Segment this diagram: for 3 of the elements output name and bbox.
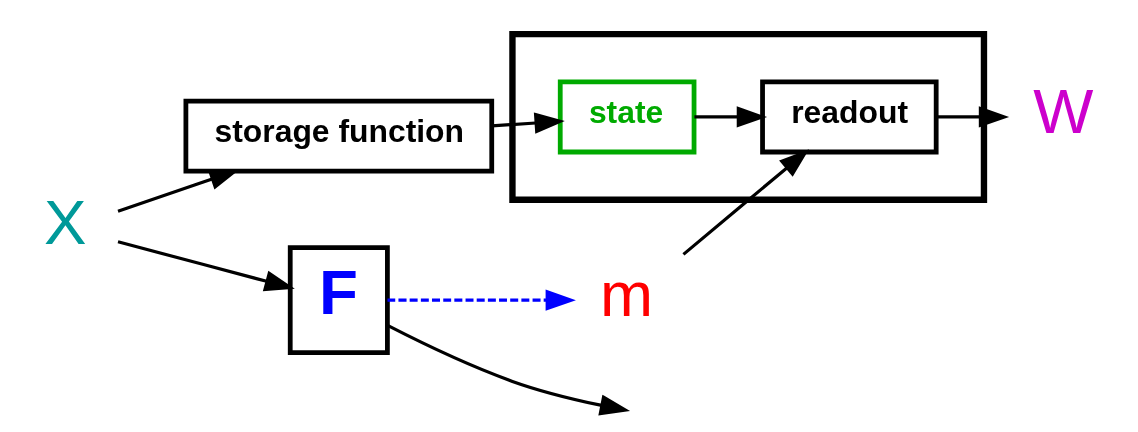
- node-text: W: [1033, 74, 1094, 147]
- node-text: m: [600, 258, 654, 331]
- node-text: X: [44, 186, 87, 259]
